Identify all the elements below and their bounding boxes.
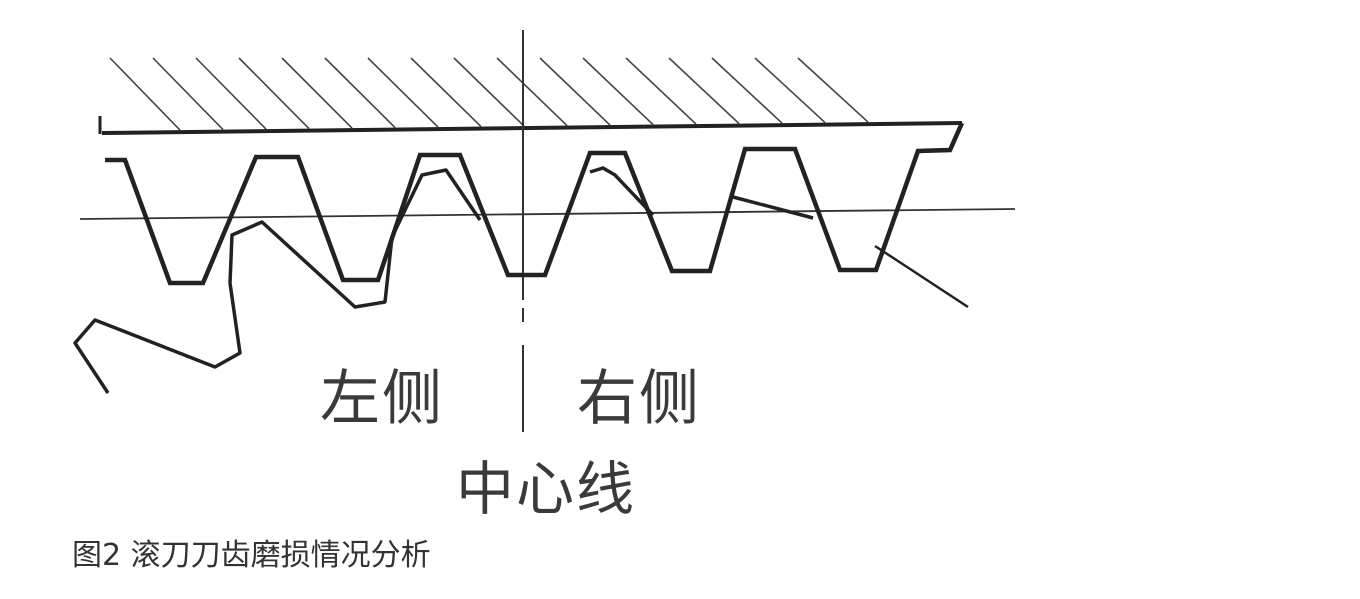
worn-segment-right (732, 195, 814, 220)
right-extension-line (874, 244, 969, 309)
hatch-line (625, 57, 697, 125)
hatch-line (324, 57, 396, 129)
hatch-lines (109, 57, 869, 131)
top-boundary-line (101, 121, 963, 135)
hatch-line (496, 57, 568, 127)
figure-caption: 图2 滚刀刀齿磨损情况分析 (72, 538, 431, 573)
left-side-label: 左侧 (320, 364, 444, 434)
hatch-line (711, 57, 783, 124)
pitch-line (79, 208, 1016, 220)
hatch-line (195, 57, 267, 130)
hatch-line (453, 57, 525, 127)
hatch-line (367, 57, 439, 128)
hatch-line (152, 57, 224, 131)
hatch-line (668, 57, 740, 125)
hatch-line (238, 57, 310, 130)
hatch-line (582, 57, 654, 126)
hatch-line (410, 57, 482, 128)
hatch-line (539, 57, 611, 126)
hatch-line (281, 57, 353, 129)
hatch-line (109, 57, 181, 131)
center-line-label: 中心线 (456, 455, 637, 523)
hob-tooth-profile (105, 122, 965, 286)
hatch-line (797, 57, 869, 123)
worn-segment-center (589, 166, 655, 217)
worn-profile-curve (73, 168, 482, 394)
right-side-label: 右侧 (577, 364, 701, 434)
hob-tooth-wear-diagram (73, 30, 1016, 432)
hatch-line (754, 57, 826, 124)
